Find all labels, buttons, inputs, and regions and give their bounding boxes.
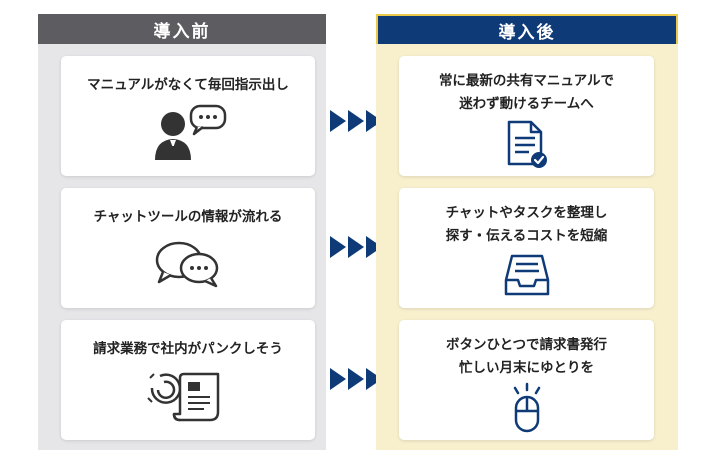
- before-header: 導入前: [38, 14, 326, 44]
- chat-bubbles-icon: [153, 236, 223, 292]
- after-panel: 導入後 常に最新の共有マニュアルで 迷わず動けるチームへ チャットやタスクを整理…: [376, 14, 678, 450]
- busy-document-icon: [146, 368, 230, 426]
- before-card-text: 請求業務で社内がパンクしそう: [93, 341, 283, 357]
- after-card-chat-task: チャットやタスクを整理し 探す・伝えるコストを短縮: [399, 188, 654, 308]
- triple-arrow-icon: [330, 110, 384, 132]
- before-card-chat: チャットツールの情報が流れる: [61, 188, 315, 308]
- before-panel: 導入前 マニュアルがなくて毎回指示出し チャットツールの情報が流れる: [38, 14, 326, 450]
- after-card-text: 常に最新の共有マニュアルで 迷わず動けるチームへ: [438, 73, 615, 112]
- triple-arrow-icon: [330, 368, 384, 390]
- checked-document-icon: [505, 118, 549, 170]
- triple-arrow-icon: [330, 236, 384, 258]
- after-card-manual: 常に最新の共有マニュアルで 迷わず動けるチームへ: [399, 56, 654, 176]
- before-card-instructions: マニュアルがなくて毎回指示出し: [61, 56, 315, 176]
- after-card-text: チャットやタスクを整理し 探す・伝えるコストを短縮: [445, 205, 608, 244]
- before-card-billing: 請求業務で社内がパンクしそう: [61, 320, 315, 440]
- before-card-text: チャットツールの情報が流れる: [93, 209, 283, 225]
- after-card-text: ボタンひとつで請求書発行 忙しい月末にゆとりを: [445, 337, 608, 376]
- after-card-invoice: ボタンひとつで請求書発行 忙しい月末にゆとりを: [399, 320, 654, 440]
- inbox-tray-icon: [504, 254, 550, 298]
- before-card-text: マニュアルがなくて毎回指示出し: [87, 77, 289, 93]
- person-speech-icon: [143, 102, 233, 164]
- after-header: 導入後: [376, 14, 678, 44]
- mouse-click-icon: [507, 382, 547, 434]
